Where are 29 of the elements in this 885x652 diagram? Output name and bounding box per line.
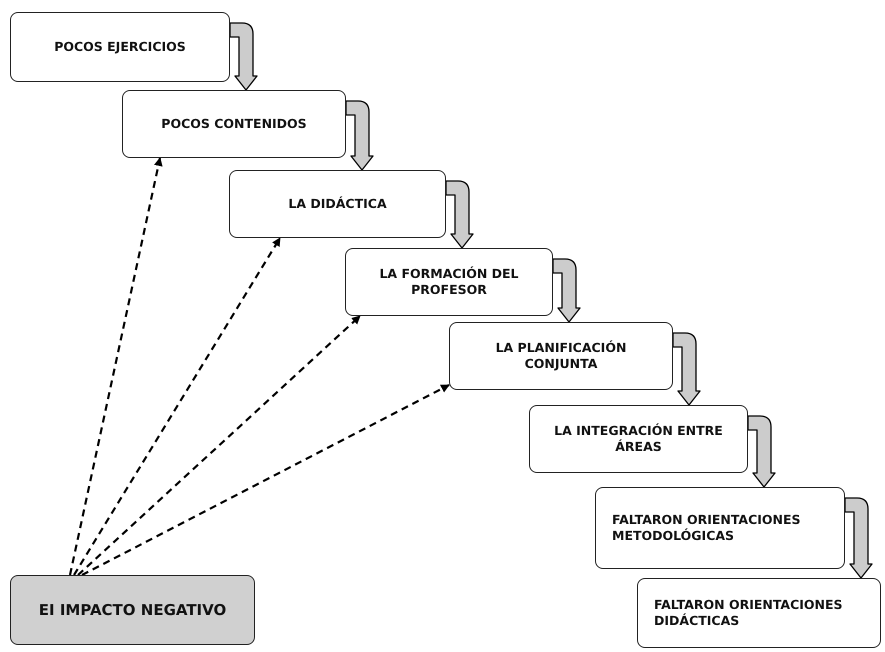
box-label: FALTARON ORIENTACIONES DIDÁCTICAS: [654, 597, 844, 629]
dashed-arrow: [68, 157, 163, 576]
process-box: [345, 248, 553, 316]
curved-block-arrow: [747, 415, 776, 488]
curved-block-arrow: [445, 180, 474, 249]
process-box: [10, 12, 230, 82]
curved-block-arrow: [844, 497, 873, 579]
curved-block-arrow: [552, 258, 581, 323]
curved-block-arrow: [672, 332, 701, 406]
dashed-arrow: [82, 384, 450, 576]
process-box: [122, 90, 346, 158]
box-label: FALTARON ORIENTACIONES METODOLÓGICAS: [612, 512, 802, 544]
process-box: [595, 487, 845, 569]
box-label: LA PLANIFICACIÓN CONJUNTA: [494, 340, 628, 372]
dashed-arrow: [77, 315, 361, 576]
box-label: POCOS EJERCICIOS: [54, 39, 186, 55]
curved-block-arrow: [345, 100, 374, 171]
box-label: POCOS CONTENIDOS: [161, 116, 307, 132]
box-label: LA INTEGRACIÓN ENTRE ÁREAS: [553, 423, 724, 455]
box-label: LA FORMACIÓN DEL PROFESOR: [378, 266, 520, 298]
box-label: LA DIDÁCTICA: [288, 196, 387, 212]
process-box: [637, 578, 881, 648]
dashed-arrow: [73, 237, 281, 576]
process-box: [529, 405, 748, 473]
process-box: [10, 575, 255, 645]
process-box: [229, 170, 446, 238]
curved-block-arrow: [229, 22, 258, 91]
process-box: [449, 322, 673, 390]
box-label: EI IMPACTO NEGATIVO: [38, 600, 226, 620]
